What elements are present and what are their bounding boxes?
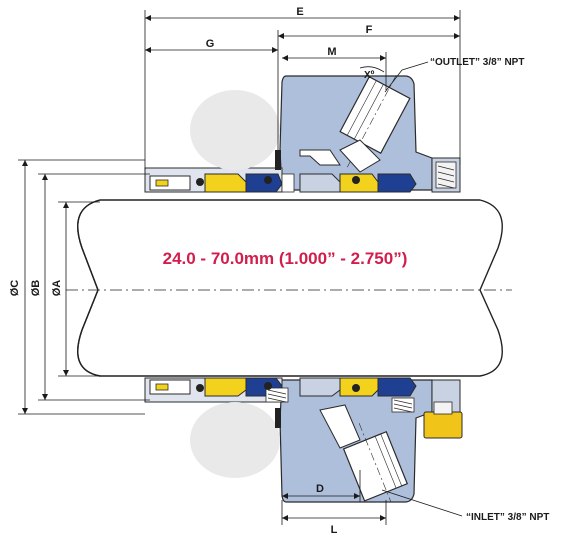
size-range-title: 24.0 - 70.0mm (1.000” - 2.750”): [163, 249, 408, 268]
lower-seal-components: [149, 377, 463, 439]
dim-label-oc: ØC: [9, 280, 21, 297]
dim-label-l: L: [331, 524, 338, 536]
inlet-callout: “INLET” 3/8” NPT: [466, 512, 549, 523]
shadow-upper: [190, 90, 280, 170]
dim-label-d: D: [316, 483, 324, 495]
dim-label-oa: ØA: [51, 280, 63, 297]
shaft: [66, 199, 512, 377]
dim-label-g: G: [206, 38, 215, 50]
arrowheads: [22, 15, 460, 521]
shadow-lower: [190, 402, 280, 478]
outlet-port: [339, 75, 411, 173]
dim-label-f: F: [366, 24, 373, 36]
dim-label-m: M: [327, 46, 336, 58]
dim-label-x: Xº: [364, 70, 375, 81]
upper-seal-components: [149, 149, 457, 193]
dimension-lines: [18, 10, 463, 525]
dim-label-e: E: [296, 6, 303, 18]
outlet-callout: “OUTLET” 3/8” NPT: [430, 57, 524, 68]
dim-label-ob: ØB: [30, 280, 42, 297]
inlet-port: [319, 404, 409, 503]
